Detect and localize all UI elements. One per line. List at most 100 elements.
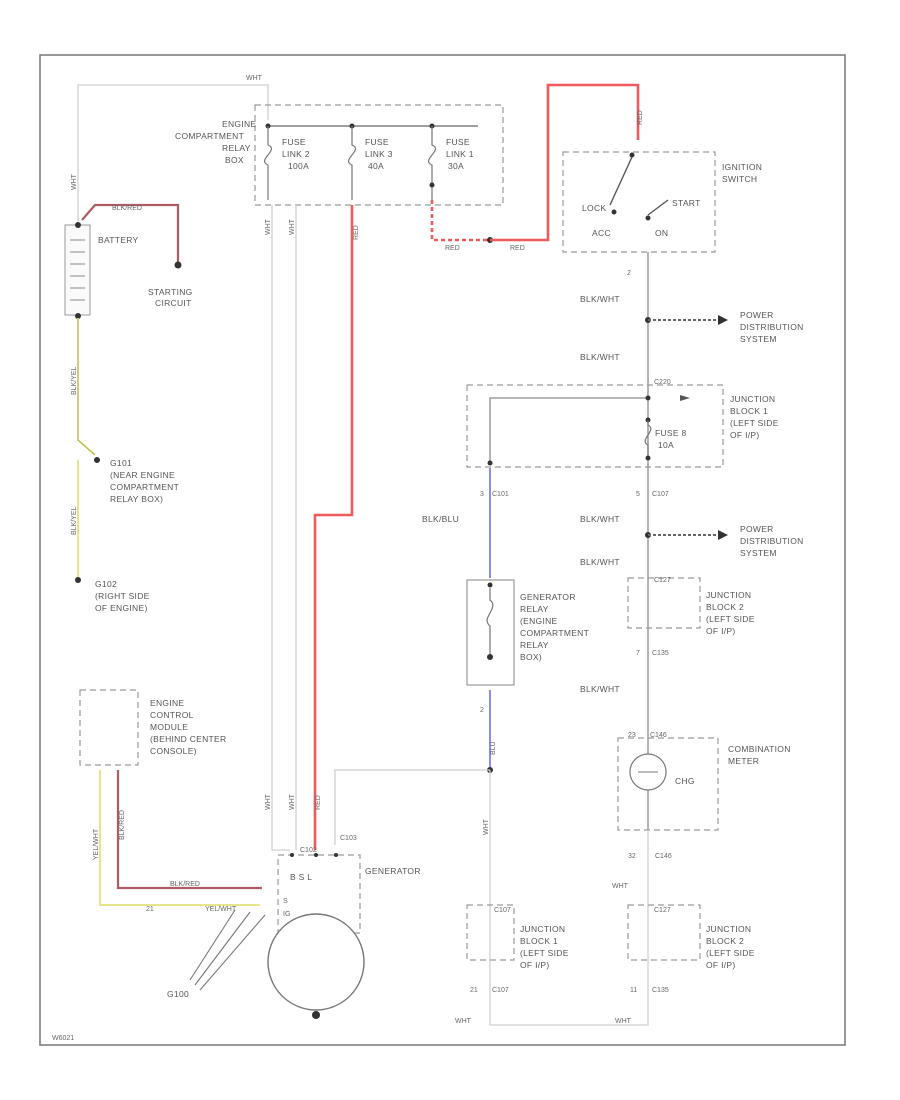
combination-meter-l1: COMBINATION bbox=[728, 744, 791, 754]
ecm-outline bbox=[79, 689, 139, 766]
wire-blk-yel-g101 bbox=[77, 318, 96, 456]
g101-label-3: COMPARTMENT bbox=[110, 482, 179, 492]
wire-label-blk-red-ecm-h: BLK/RED bbox=[170, 881, 200, 888]
wire-label-wht-meter: WHT bbox=[612, 883, 629, 890]
ign-lock-label: LOCK bbox=[582, 203, 606, 213]
figure-id: W6021 bbox=[52, 1035, 74, 1042]
relay-box-outline bbox=[254, 104, 504, 206]
gen-relay-l5: RELAY bbox=[520, 640, 549, 650]
wire-label-red-2: RED bbox=[315, 795, 322, 810]
wire-label-blk-wht-4: BLK/WHT bbox=[580, 557, 620, 567]
g101-label-1: G101 bbox=[110, 458, 132, 468]
g101-label-2: (NEAR ENGINE bbox=[110, 470, 175, 480]
generator-terminals: B S L bbox=[290, 872, 312, 882]
ignition-switch-label-1: IGNITION bbox=[722, 162, 762, 172]
gen-relay-l3: (ENGINE bbox=[520, 616, 558, 626]
starting-circuit-label-2: CIRCUIT bbox=[155, 298, 192, 308]
pin-21-ecm: 21 bbox=[146, 906, 154, 913]
junction-block-1-bot-outline bbox=[466, 904, 515, 961]
pin-3-jb1: 3 bbox=[480, 491, 484, 498]
gen-relay-l6: BOX) bbox=[520, 652, 542, 662]
wire-relay-to-gen bbox=[334, 769, 490, 845]
wire-yel-wht-ecm bbox=[99, 770, 260, 906]
wire-label-red-ign-3: RED bbox=[637, 110, 644, 125]
connector-c103: C103 bbox=[340, 835, 357, 842]
ecm-l3: MODULE bbox=[150, 722, 188, 732]
jb2-bot-l1: JUNCTION bbox=[706, 924, 751, 934]
connector-c127-b: C127 bbox=[654, 907, 671, 914]
wire-label-red-ign-1: RED bbox=[445, 245, 460, 252]
ign-on-label: ON bbox=[655, 228, 668, 238]
wire-label-red-ign-2: RED bbox=[510, 245, 525, 252]
g102-label-3: OF ENGINE) bbox=[95, 603, 148, 613]
connector-c146-b: C146 bbox=[655, 853, 672, 860]
ignition-switch-outline bbox=[562, 151, 716, 253]
connector-c107-c: C107 bbox=[492, 987, 509, 994]
connector-c135: C135 bbox=[652, 650, 669, 657]
wire-label-red-1: RED bbox=[353, 225, 360, 240]
jb1-bot-l2: BLOCK 1 bbox=[520, 936, 558, 946]
wire-label-wht-bottom-l: WHT bbox=[455, 1018, 472, 1025]
wire-red-gen bbox=[313, 205, 354, 850]
ign-start-label: START bbox=[672, 198, 701, 208]
fuse-link-1-l3: 30A bbox=[448, 161, 464, 171]
wire-label-wht-gen-4: WHT bbox=[289, 793, 296, 810]
gen-relay-l2: RELAY bbox=[520, 604, 549, 614]
jb2-bot-l3: (LEFT SIDE bbox=[706, 948, 755, 958]
fuse-link-3-l2: LINK 3 bbox=[365, 149, 393, 159]
jb2-top-l2: BLOCK 2 bbox=[706, 602, 744, 612]
jb1-top-l1: JUNCTION bbox=[730, 394, 775, 404]
g102-label-2: (RIGHT SIDE bbox=[95, 591, 150, 601]
ign-acc-label: ACC bbox=[592, 228, 611, 238]
combination-meter-outline bbox=[617, 737, 719, 831]
jb2-top-l3: (LEFT SIDE bbox=[706, 614, 755, 624]
wire-wht-meter-bottom bbox=[490, 830, 649, 1026]
wire-blk-red-ecm bbox=[116, 770, 262, 890]
g101-label-4: RELAY BOX) bbox=[110, 494, 163, 504]
jb1-bot-l4: OF I/P) bbox=[520, 960, 550, 970]
wire-label-blk-wht-3: BLK/WHT bbox=[580, 514, 620, 524]
wire-label-blk-red: BLK/RED bbox=[112, 205, 142, 212]
relay-box-label-3: RELAY bbox=[222, 143, 251, 153]
wire-label-wht-left: WHT bbox=[71, 173, 78, 190]
connector-c102: C102 bbox=[300, 847, 317, 854]
wire-label-wht-gen-2: WHT bbox=[289, 218, 296, 235]
wire-label-wht-top: WHT bbox=[246, 75, 263, 82]
power-dist-1-l1: POWER bbox=[740, 310, 774, 320]
connector-c220: C220 bbox=[654, 379, 671, 386]
ignition-switch-label-2: SWITCH bbox=[722, 174, 757, 184]
connector-c127: C127 bbox=[654, 577, 671, 584]
wire-label-wht-gen-3: WHT bbox=[265, 793, 272, 810]
ignition-switch-lever-1 bbox=[609, 156, 633, 206]
gen-pin-s: S bbox=[283, 898, 288, 905]
ecm-l5: CONSOLE) bbox=[150, 746, 197, 756]
g100-label: G100 bbox=[167, 989, 189, 999]
wire-label-blk-blu: BLK/BLU bbox=[422, 514, 459, 524]
jb2-bot-l2: BLOCK 2 bbox=[706, 936, 744, 946]
power-dist-2-l1: POWER bbox=[740, 524, 774, 534]
wire-label-blk-yel-2: BLK/YEL bbox=[71, 506, 78, 535]
relay-box-label-2: COMPARTMENT bbox=[175, 131, 244, 141]
jb2-top-l1: JUNCTION bbox=[706, 590, 751, 600]
fuse-link-1-symbol bbox=[428, 126, 436, 200]
connector-c135-b: C135 bbox=[652, 987, 669, 994]
chg-label: CHG bbox=[675, 776, 695, 786]
junction-block-1-top-outline bbox=[466, 384, 724, 468]
fuse-link-1-l2: LINK 1 bbox=[446, 149, 474, 159]
jb1-top-l2: BLOCK 1 bbox=[730, 406, 768, 416]
wire-label-blk-wht-2: BLK/WHT bbox=[580, 352, 620, 362]
connector-c101: C101 bbox=[492, 491, 509, 498]
fuse-link-3-l3: 40A bbox=[368, 161, 384, 171]
wire-blk-red-starter bbox=[81, 203, 180, 263]
pin-32-meter: 32 bbox=[628, 853, 636, 860]
fuse-8-symbol bbox=[644, 420, 652, 455]
wire-wht-gen-1 bbox=[271, 205, 290, 851]
gen-relay-l4: COMPARTMENT bbox=[520, 628, 589, 638]
generator-symbol bbox=[267, 913, 365, 1011]
wire-label-wht-gen-1: WHT bbox=[265, 218, 272, 235]
junction-block-2-top-outline bbox=[627, 577, 701, 629]
relay-box-label-4: BOX bbox=[225, 155, 244, 165]
fuse-link-2-l2: LINK 2 bbox=[282, 149, 310, 159]
wire-label-blk-yel-1: BLK/YEL bbox=[71, 366, 78, 395]
